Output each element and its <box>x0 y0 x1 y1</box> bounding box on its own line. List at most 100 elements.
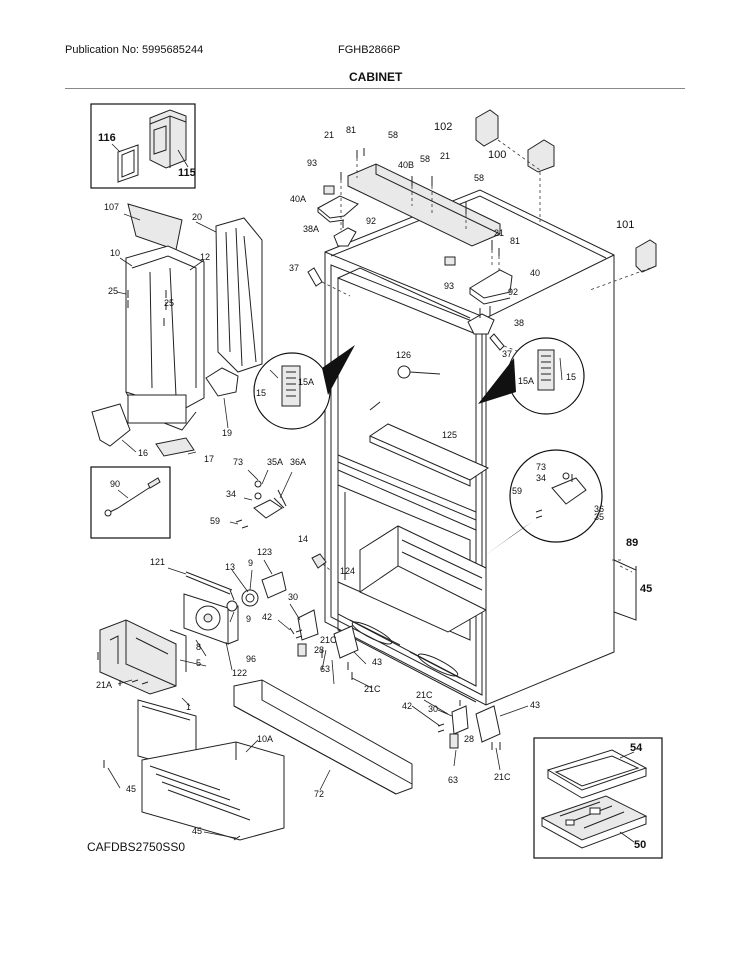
screws-25 <box>127 290 167 326</box>
part-label-15Aa: 15A <box>298 377 314 387</box>
part-label-25a: 25 <box>108 286 118 296</box>
diagram-code: CAFDBS2750SS0 <box>87 840 186 854</box>
hinge-38 <box>467 313 495 335</box>
part-label-19: 19 <box>222 428 232 438</box>
hinge-101 <box>635 239 657 273</box>
callout-left-vent <box>253 345 355 430</box>
part-label-126: 126 <box>396 350 411 360</box>
part-label-21Cb: 21C <box>364 684 381 694</box>
part-label-123: 123 <box>257 547 272 557</box>
part-16 <box>91 403 131 447</box>
part-label-121: 121 <box>150 557 165 567</box>
kick-plate-72 <box>233 679 413 795</box>
lower-hinge-right <box>437 700 501 750</box>
part-label-30b: 30 <box>428 704 438 714</box>
leader-lines <box>107 213 529 839</box>
part-label-34a: 34 <box>226 489 236 499</box>
part-label-36: 36 <box>594 504 604 514</box>
part-label-92a: 92 <box>366 216 376 226</box>
inset-box-gasket <box>90 103 196 189</box>
evaporator-housing-8 <box>99 619 187 695</box>
part-label-15Ab: 15A <box>518 376 534 386</box>
part-label-58b: 58 <box>420 154 430 164</box>
side-panel-89 <box>613 559 637 621</box>
part-label-96: 96 <box>246 654 256 664</box>
part-17 <box>155 437 195 457</box>
part-label-81a: 81 <box>346 125 356 135</box>
header-divider <box>65 88 685 89</box>
part-label-5: 5 <box>196 658 201 668</box>
part-label-89: 89 <box>626 537 638 549</box>
lower-hinge-left <box>289 609 359 680</box>
part-label-21b: 21 <box>440 151 450 161</box>
part-label-100: 100 <box>488 149 506 161</box>
part-label-72: 72 <box>314 789 324 799</box>
part-label-9b: 9 <box>246 614 251 624</box>
part-label-25b: 25 <box>164 298 174 308</box>
part-label-58a: 58 <box>388 130 398 140</box>
part-label-54: 54 <box>630 742 643 754</box>
part-label-21Aa: 21A <box>96 680 112 690</box>
part-label-43a: 43 <box>372 657 382 667</box>
part-label-63a: 63 <box>320 664 330 674</box>
part-label-28b: 28 <box>464 734 474 744</box>
guide-lines <box>317 139 657 573</box>
mounting-bracket-35A <box>235 480 287 529</box>
part-label-28a: 28 <box>314 645 324 655</box>
air-duct-10 <box>125 245 205 431</box>
part-label-30a: 30 <box>288 592 298 602</box>
tube-121 <box>185 571 235 601</box>
part-label-92b: 92 <box>508 287 518 297</box>
part-label-40B: 40B <box>398 160 414 170</box>
part-label-73a: 73 <box>233 457 243 467</box>
top-hinge-bar <box>347 163 501 247</box>
rear-panel-10A <box>103 741 285 841</box>
part-label-107: 107 <box>104 202 119 212</box>
part-label-90: 90 <box>110 479 120 489</box>
part-label-35A: 35A <box>267 457 283 467</box>
part-label-73b: 73 <box>536 462 546 472</box>
part-label-10: 10 <box>110 248 120 258</box>
part-label-93a: 93 <box>307 158 317 168</box>
part-label-21Cc: 21C <box>416 690 433 700</box>
damper-19 <box>205 367 239 397</box>
screws-top <box>340 148 500 318</box>
plug-37 <box>307 267 505 351</box>
part-14 <box>311 553 327 569</box>
inset-box-sensor <box>90 466 171 539</box>
part-label-9a: 9 <box>248 558 253 568</box>
fan-motor-13 <box>241 571 287 607</box>
air-duct-20 <box>215 217 263 373</box>
part-label-10A: 10A <box>257 734 273 744</box>
part-label-125: 125 <box>442 430 457 440</box>
part-label-34b: 34 <box>536 473 546 483</box>
part-label-12: 12 <box>200 252 210 262</box>
part-label-15b: 15 <box>566 372 576 382</box>
hinge-102 <box>475 109 499 147</box>
part-label-45a: 45 <box>640 583 652 595</box>
part-label-38: 38 <box>514 318 524 328</box>
part-label-43b: 43 <box>530 700 540 710</box>
part-label-115: 115 <box>178 167 196 179</box>
cover-93 <box>323 185 456 266</box>
part-label-122: 122 <box>232 668 247 678</box>
fan-shroud-96 <box>183 593 239 645</box>
part-label-124: 124 <box>340 566 355 576</box>
screws-21A <box>97 652 149 686</box>
part-label-15a: 15 <box>256 388 266 398</box>
callout-right-hinge <box>484 449 603 556</box>
part-label-42a: 42 <box>262 612 272 622</box>
part-label-21a: 21 <box>324 130 334 140</box>
hinge-bracket-40 <box>469 269 513 305</box>
part-label-1: 1 <box>186 702 191 712</box>
callout-right-vent <box>478 337 585 415</box>
part-label-58c: 58 <box>474 173 484 183</box>
part-label-8: 8 <box>196 642 201 652</box>
part-label-102: 102 <box>434 121 452 133</box>
cabinet-shell <box>324 189 615 706</box>
part-label-35: 35 <box>594 512 604 522</box>
part-label-13: 13 <box>225 562 235 572</box>
hinge-100 <box>527 139 555 173</box>
